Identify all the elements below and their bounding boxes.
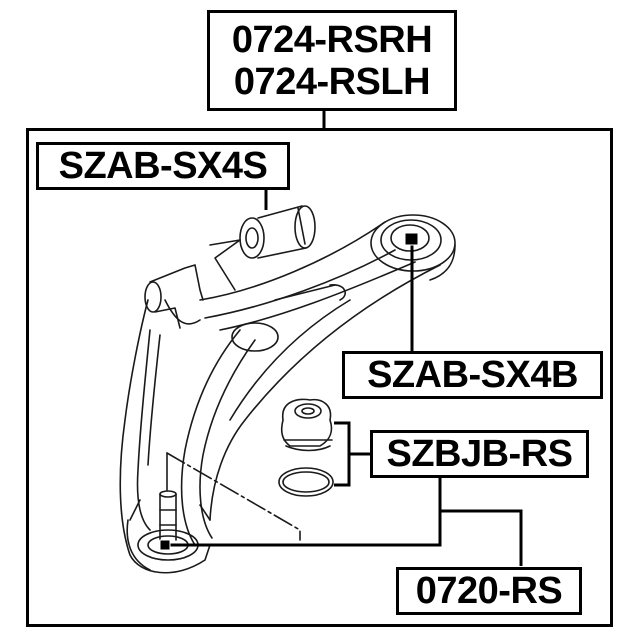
anchor-marker (404, 232, 419, 246)
part-label-ball-joint-boot: SZBJB-RS (370, 430, 589, 478)
part-label-text: SZAB-SX4B (367, 354, 578, 396)
assembly-part-number-label: 0724-RSRH 0724-RSLH (207, 10, 457, 111)
anchor-marker (159, 539, 171, 551)
part-label-text: SZAB-SX4S (58, 145, 268, 187)
part-label-ball-joint: 0720-RS (396, 567, 582, 615)
assembly-part-number-lh: 0724-RSLH (233, 60, 431, 103)
assembly-frame (26, 128, 613, 627)
part-label-text: SZBJB-RS (386, 433, 573, 475)
part-label-rear-bushing: SZAB-SX4B (342, 351, 603, 399)
part-label-front-bushing: SZAB-SX4S (36, 142, 290, 190)
assembly-part-number-rh: 0724-RSRH (231, 18, 433, 61)
part-label-text: 0720-RS (415, 570, 563, 612)
